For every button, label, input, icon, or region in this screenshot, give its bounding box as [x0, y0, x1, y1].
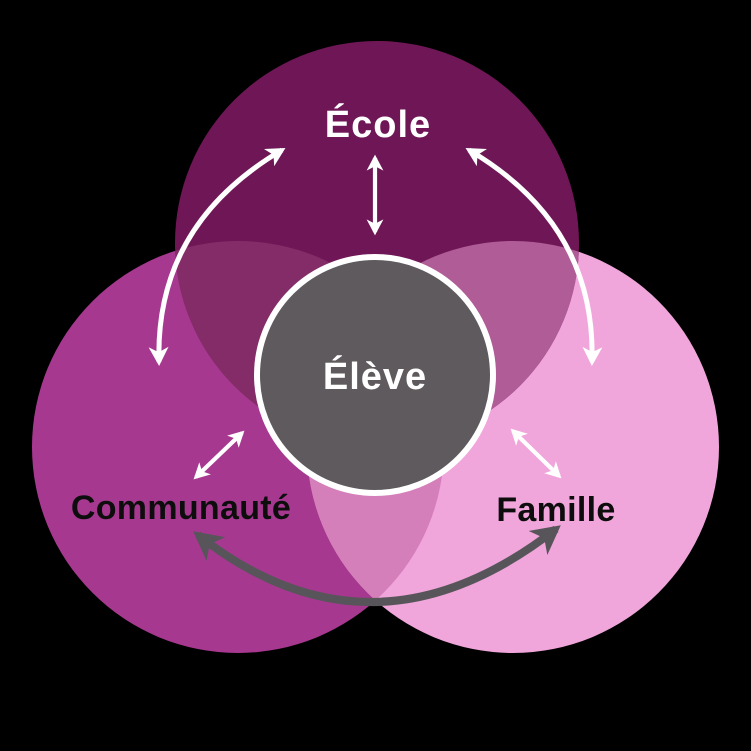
arrow-communaute-famille	[193, 525, 561, 606]
communaute-label: Communauté	[71, 489, 291, 527]
eleve-circle	[254, 254, 496, 496]
arrow-famille-eleve	[510, 428, 562, 479]
arrow-ecole-famille	[465, 147, 603, 366]
ecole-label: École	[325, 102, 431, 146]
arrow-ecole-communaute	[148, 147, 286, 366]
arrow-communaute-eleve	[193, 430, 245, 480]
famille-label: Famille	[496, 491, 615, 529]
eleve-label: Élève	[323, 354, 427, 398]
